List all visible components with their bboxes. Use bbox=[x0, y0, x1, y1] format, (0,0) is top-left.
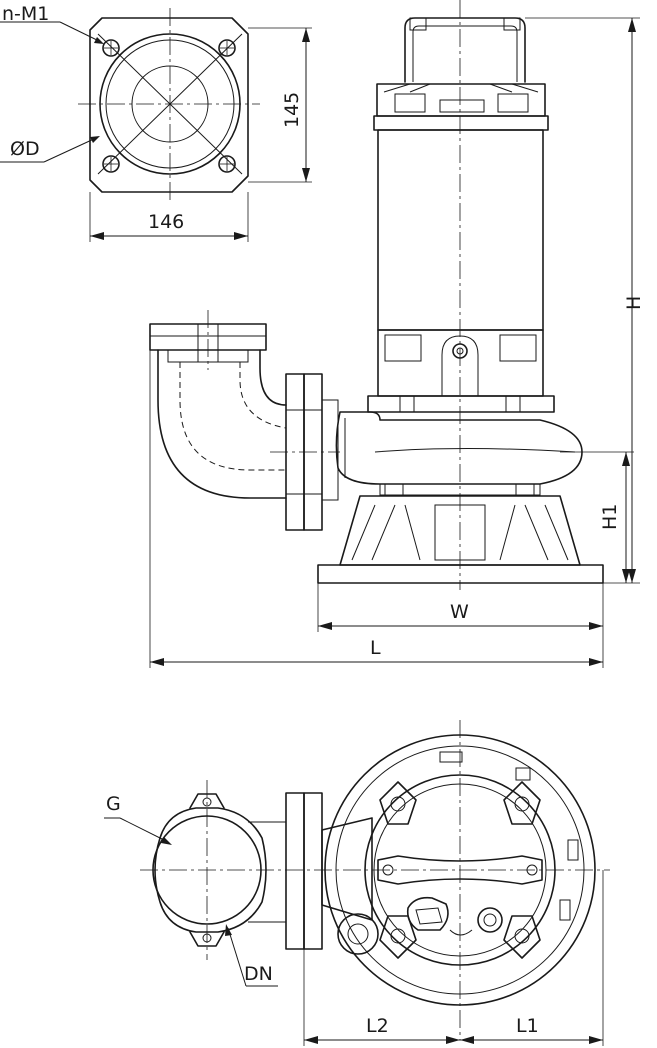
bolt-hole bbox=[218, 39, 236, 57]
bolt-hole bbox=[102, 155, 120, 173]
holes-label: n-M1 bbox=[2, 3, 49, 25]
mount-lug bbox=[379, 781, 417, 825]
flange-height-label: 145 bbox=[281, 92, 303, 128]
mount-lug bbox=[503, 915, 541, 959]
pump-plan-view: G DN L2 L1 bbox=[104, 720, 610, 1046]
mount-lug bbox=[379, 915, 417, 959]
bolt-hole bbox=[218, 155, 236, 173]
mount-lug bbox=[503, 781, 541, 825]
pump-side-elevation: H H1 W L bbox=[149, 0, 645, 668]
offset-1-label: L1 bbox=[516, 1015, 539, 1037]
diameter-label: ØD bbox=[10, 138, 40, 160]
bolt-hole bbox=[102, 39, 120, 57]
flange-width-label: 146 bbox=[148, 211, 184, 233]
offset-2-label: L2 bbox=[366, 1015, 389, 1037]
thread-label: G bbox=[106, 793, 121, 815]
outlet-flange-view: n-M1 ØD 146 145 bbox=[0, 3, 312, 242]
length-label: L bbox=[370, 637, 381, 659]
nominal-diameter-label: DN bbox=[244, 963, 273, 985]
height-label: H bbox=[623, 296, 645, 310]
inlet-height-label: H1 bbox=[599, 504, 621, 530]
base-width-label: W bbox=[450, 601, 469, 623]
